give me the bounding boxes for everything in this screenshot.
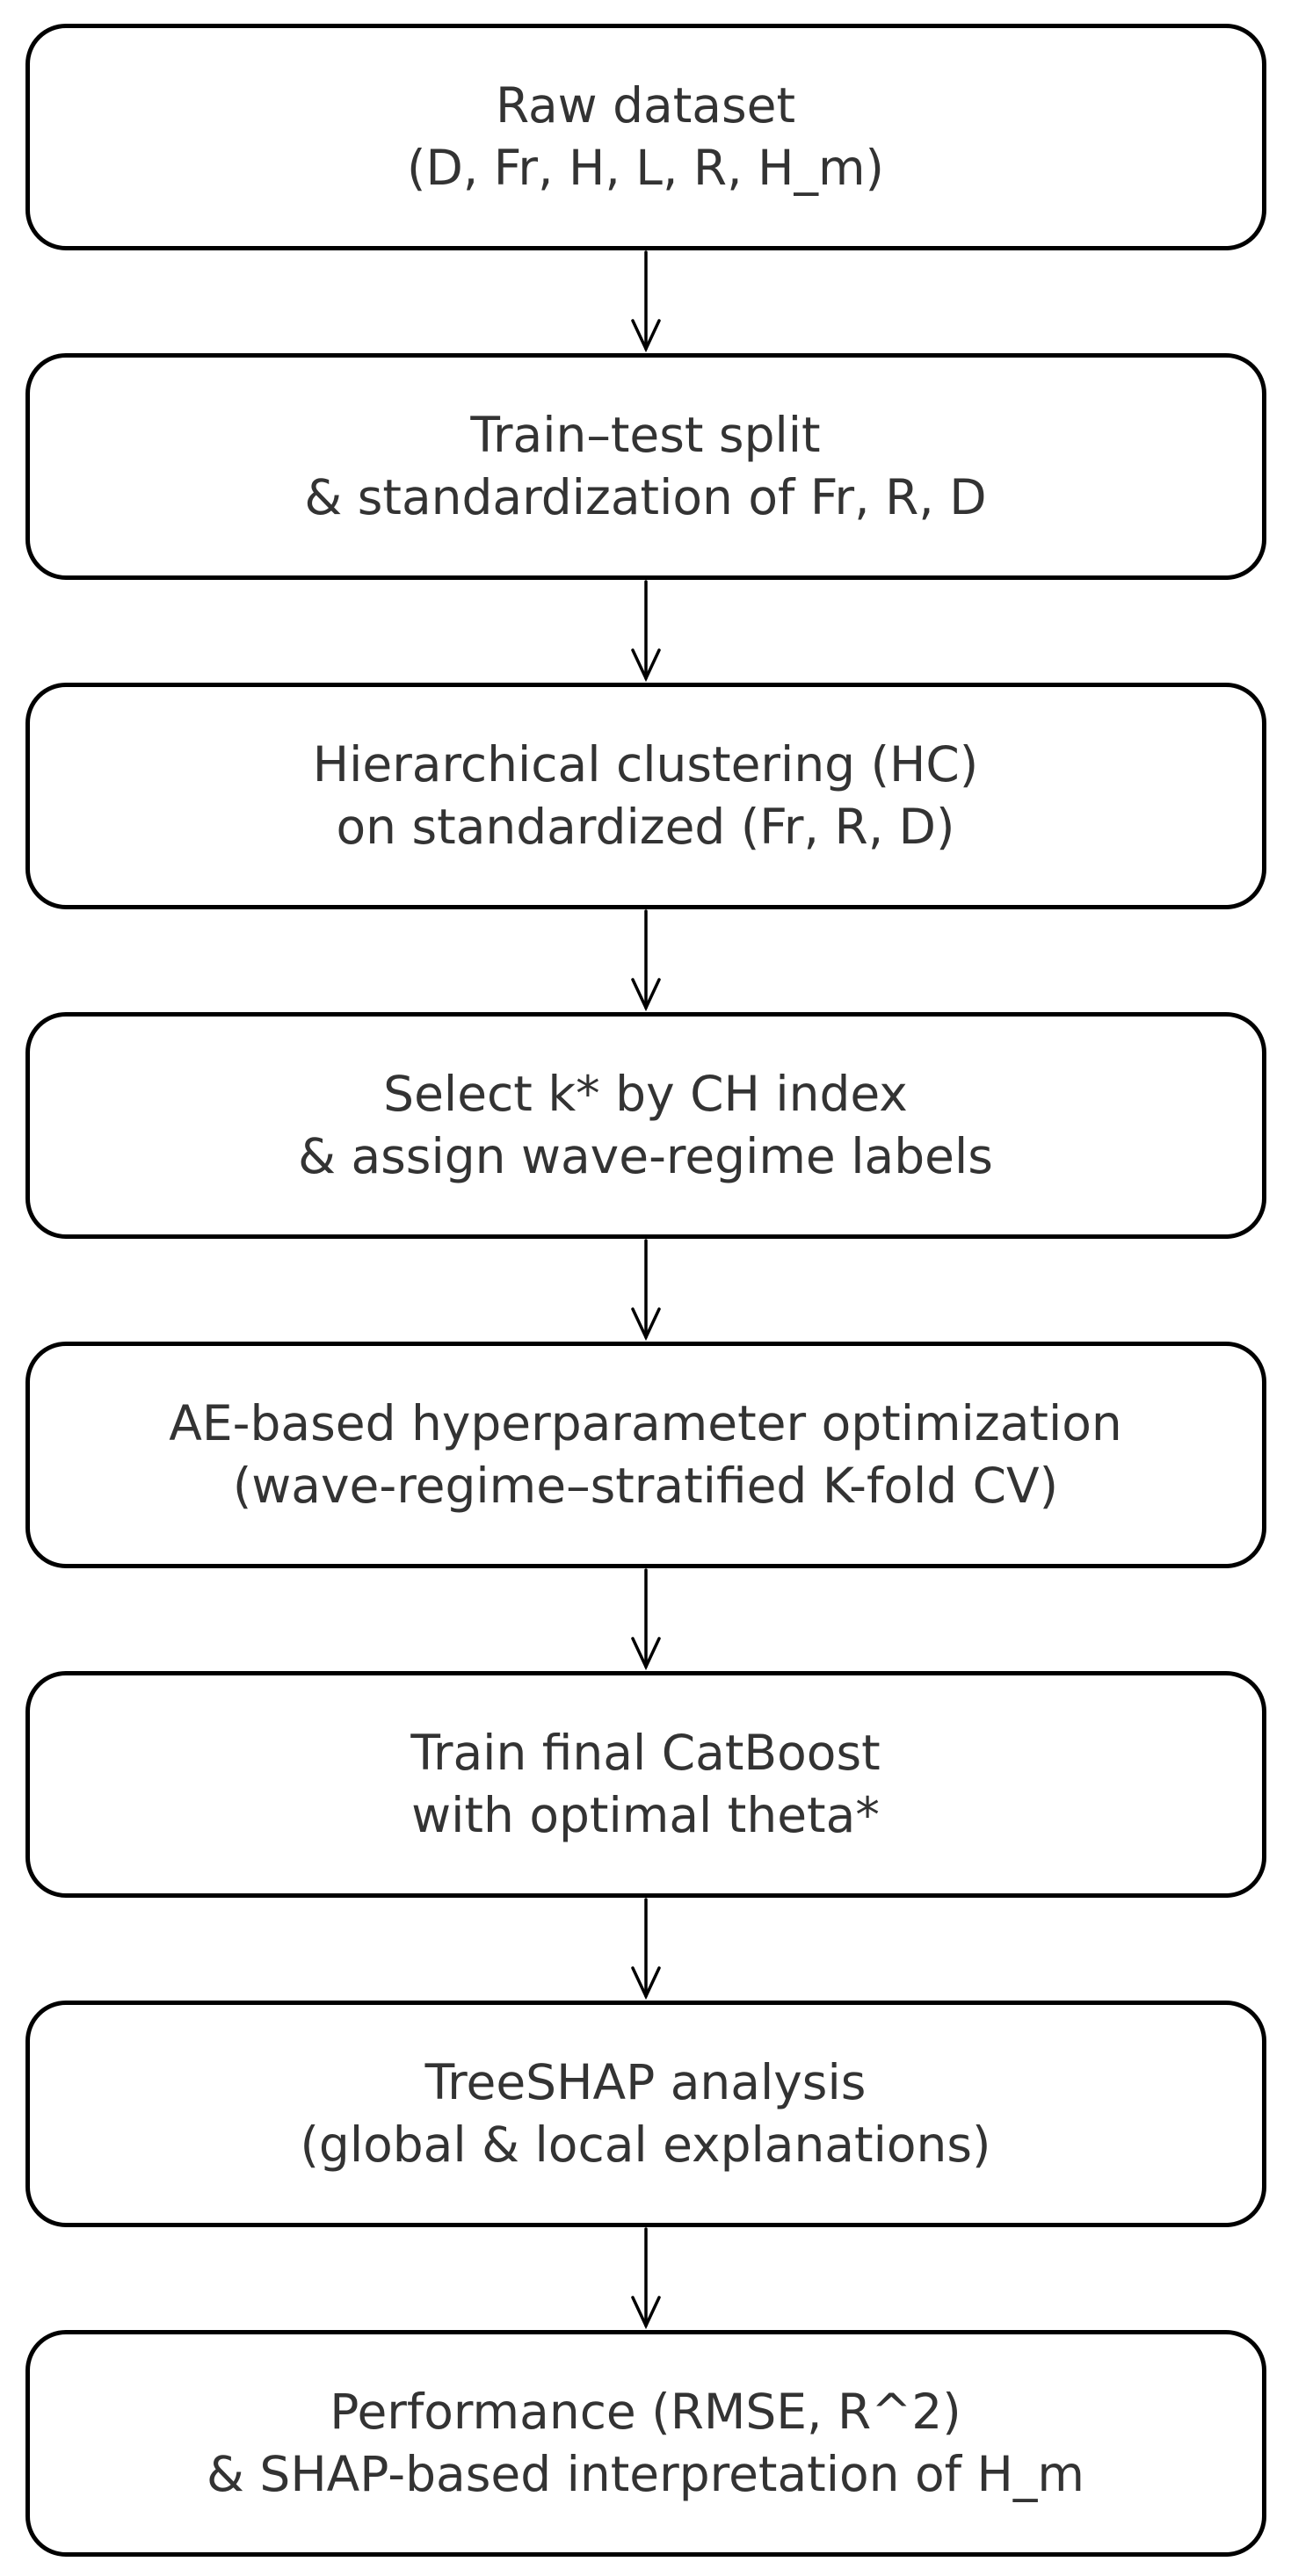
down-arrow-icon [630,1568,661,1671]
down-arrow-icon [630,909,661,1012]
flow-step-train-final-catboost: Train final CatBoost with optimal theta* [25,1671,1266,1898]
step-label-line1: Performance (RMSE, R^2) [330,2384,961,2440]
down-arrow-icon [630,580,661,683]
step-label-line1: AE-based hyperparameter optimization [169,1395,1122,1451]
flow-step-treeshap-analysis: TreeSHAP analysis (global & local explan… [25,2001,1266,2227]
step-label-line2: & standardization of Fr, R, D [304,469,987,525]
step-label-line2: & SHAP-based interpretation of H_m [207,2446,1084,2502]
flow-connector [627,1239,665,1342]
flow-step-hyperparameter-optimization: AE-based hyperparameter optimization (wa… [25,1342,1266,1568]
flow-step-raw-dataset: Raw dataset (D, Fr, H, L, R, H_m) [25,24,1266,250]
flow-step-performance-interpretation: Performance (RMSE, R^2) & SHAP-based int… [25,2330,1266,2557]
step-label-line1: Select k* by CH index [383,1066,908,1122]
flow-step-train-test-split: Train–test split & standardization of Fr… [25,353,1266,580]
step-label-line1: Train–test split [470,407,821,463]
flow-step-hierarchical-clustering: Hierarchical clustering (HC) on standard… [25,683,1266,909]
flow-step-select-k-ch-index: Select k* by CH index & assign wave-regi… [25,1012,1266,1239]
step-label-line1: Train final CatBoost [410,1725,881,1781]
step-label-line1: Raw dataset [495,77,796,134]
flow-connector [627,1898,665,2001]
step-label-line1: TreeSHAP analysis [424,2054,867,2110]
flow-connector [627,250,665,353]
step-label-line2: with optimal theta* [411,1787,880,1843]
flow-connector [627,1568,665,1671]
step-label-line2: on standardized (Fr, R, D) [336,799,955,855]
down-arrow-icon [630,1898,661,2001]
down-arrow-icon [630,250,661,353]
flow-connector [627,580,665,683]
down-arrow-icon [630,2227,661,2330]
down-arrow-icon [630,1239,661,1342]
step-label-line2: (D, Fr, H, L, R, H_m) [407,140,884,196]
step-label-line2: & assign wave-regime labels [298,1128,993,1184]
flow-connector [627,2227,665,2330]
step-label-line2: (wave-regime–stratified K-fold CV) [232,1458,1059,1514]
step-label-line2: (global & local explanations) [300,2117,991,2173]
step-label-line1: Hierarchical clustering (HC) [312,736,979,792]
flow-connector [627,909,665,1012]
